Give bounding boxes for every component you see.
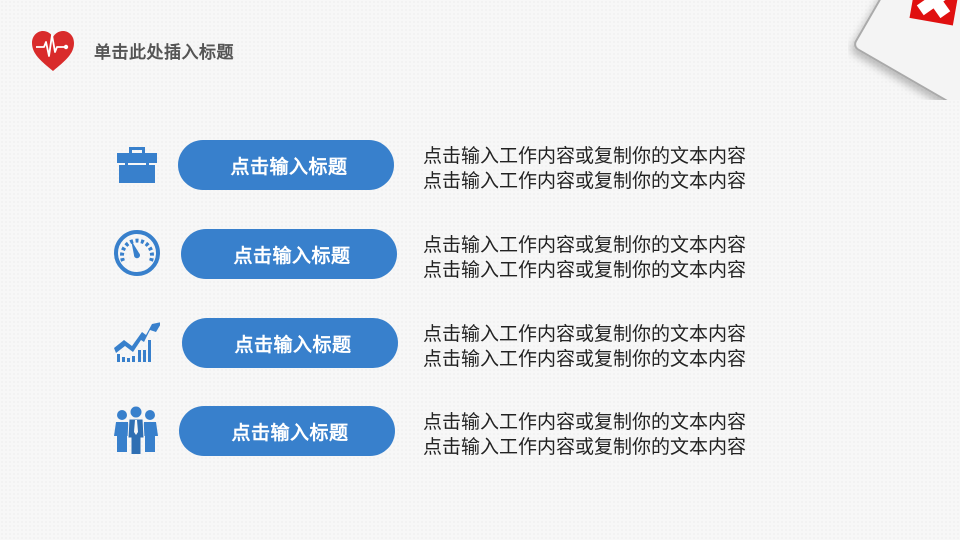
row-description[interactable]: 点击输入工作内容或复制你的文本内容 点击输入工作内容或复制你的文本内容 [423,411,747,458]
page-title[interactable]: 单击此处插入标题 [94,43,234,63]
row-title-button[interactable]: 点击输入标题 [178,140,394,190]
speedometer-icon [114,230,160,276]
briefcase-icon [117,147,157,183]
row-title-button[interactable]: 点击输入标题 [181,229,397,279]
growth-chart-icon [114,322,160,362]
first-aid-kit-icon [854,0,960,100]
row-title-button[interactable]: 点击输入标题 [179,406,395,456]
row-description[interactable]: 点击输入工作内容或复制你的文本内容 点击输入工作内容或复制你的文本内容 [423,145,747,192]
heart-pulse-icon [32,31,74,71]
team-icon [114,406,158,454]
row-title-button[interactable]: 点击输入标题 [182,318,398,368]
row-description[interactable]: 点击输入工作内容或复制你的文本内容 点击输入工作内容或复制你的文本内容 [423,234,747,281]
row-description[interactable]: 点击输入工作内容或复制你的文本内容 点击输入工作内容或复制你的文本内容 [423,323,747,370]
